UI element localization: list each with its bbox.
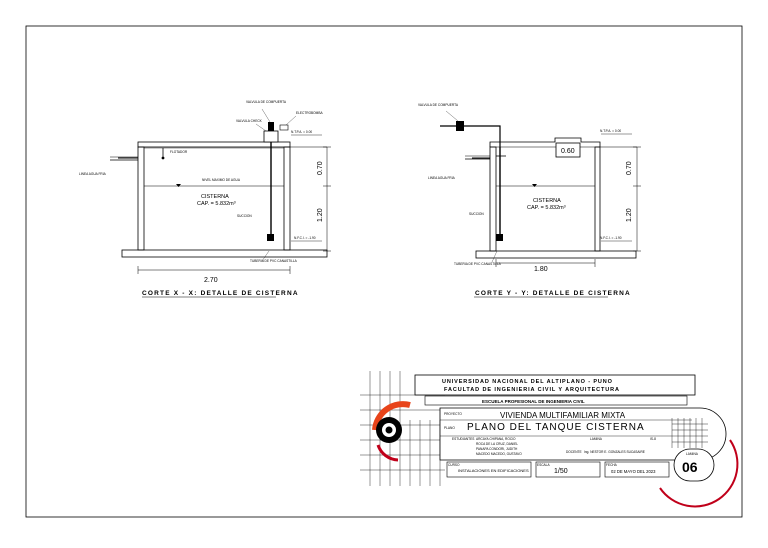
faculty-name: FACULTAD DE INGENIERIA CIVIL Y ARQUITECT… [444, 387, 620, 393]
level-top-left: N.T.P.A. = 0.00 [291, 130, 312, 134]
school-name: ESCUELA PROFESIONAL DE INGENIERIA CIVIL [482, 399, 585, 404]
teacher-label: DOCENTE [566, 450, 582, 454]
dim-width-left: 2.70 [204, 277, 218, 284]
student-4: MACEDO MACEDO, GUSTAVO [476, 452, 522, 456]
capacity-left: CAP. = 5.832m³ [197, 201, 236, 207]
inlet-label-left: LINEA AGUA FRIA [79, 172, 107, 176]
student-1: ARCAYA CHIPANA, ROCIO [476, 437, 516, 441]
course-name: INSTALACIONES EN EDIFICACIONES [458, 468, 529, 473]
dim-upper-right: 0.70 [626, 161, 633, 175]
dim-lower-left: 1.20 [317, 208, 324, 222]
capacity-right: CAP. = 5.832m³ [527, 205, 566, 211]
sheet-border [25, 25, 743, 518]
scale-label: ESCALA [537, 463, 550, 467]
section-title-right: CORTE Y - Y: DETALLE DE CISTERNA [475, 290, 631, 297]
bottom-label-right: TUBERIA DE PVC CANASTILLA [454, 262, 502, 266]
valve-label-left: VALVULA DE COMPUERTA [246, 100, 287, 104]
cistern-label-left: CISTERNA [201, 194, 229, 200]
section-y-y: 1.80 0.60 0.70 1.20 CISTERNA CAP. = 5.83… [418, 103, 641, 298]
level-top-right: N.T.P.A. = 0.00 [600, 129, 621, 133]
date-label: FECHA [606, 463, 618, 467]
date-value: 02 DE MAYO DEL 2023 [611, 469, 656, 474]
course-label: CURSO [448, 463, 460, 467]
suction-label-right: SUCCION [469, 212, 484, 216]
university-name: UNIVERSIDAD NACIONAL DEL ALTIPLANO - PUN… [442, 379, 613, 385]
project-label: PROYECTO [444, 412, 462, 416]
dim-lower-right: 1.20 [626, 208, 633, 222]
section-x-x: 2.70 0.70 1.20 CISTERNA CAP. = 5.832m³ N… [79, 100, 331, 298]
teacher-name: Ing. NESTOR E. GONZALES SUCASAIRE [584, 450, 645, 454]
level-bottom-left: N.F.C.I. = -1.90 [294, 236, 316, 240]
cistern-label-right: CISTERNA [533, 198, 561, 204]
student-3: PANAPA CONDORI, JUDITH [476, 447, 518, 451]
title-block: UNIVERSIDAD NACIONAL DEL ALTIPLANO - PUN… [360, 371, 739, 508]
electro-label-left: ELECTROBOMBA [296, 111, 323, 115]
ref-code: IS-8 [650, 437, 656, 441]
sheet-label: LAMINA [686, 452, 699, 456]
float-label-left: FLOTADOR [170, 150, 188, 154]
ref-label: LAMINA [590, 437, 603, 441]
project-name: VIVIENDA MULTIFAMILIAR MIXTA [500, 411, 626, 420]
sheet-number: 06 [682, 459, 698, 475]
inlet-label-right: LINEA AGUA FRIA [428, 176, 456, 180]
plan-name: PLANO DEL TANQUE CISTERNA [467, 422, 645, 433]
check-label-left: VALVULA CHECK [236, 119, 263, 123]
bottom-label-left: TUBERIA DE PVC CANASTILLA [250, 259, 298, 263]
suction-label-left: SUCCION [237, 214, 252, 218]
scale-value: 1/50 [554, 468, 568, 475]
section-title-left: CORTE X - X: DETALLE DE CISTERNA [142, 290, 299, 297]
student-2: ROCA DE LA CRUZ, DANIEL [476, 442, 518, 446]
plan-label: PLANO [444, 426, 455, 430]
valve-label-right: VALVULA DE COMPUERTA [418, 103, 459, 107]
students-label: ESTUDIANTES [452, 437, 474, 441]
dim-hatch-right: 0.60 [561, 148, 575, 155]
water-level-left: NIVEL MAXIMO DE AGUA [202, 178, 241, 182]
dim-upper-left: 0.70 [317, 161, 324, 175]
dim-width-right: 1.80 [534, 266, 548, 273]
level-bottom-right: N.F.C.I. = -1.90 [600, 236, 622, 240]
